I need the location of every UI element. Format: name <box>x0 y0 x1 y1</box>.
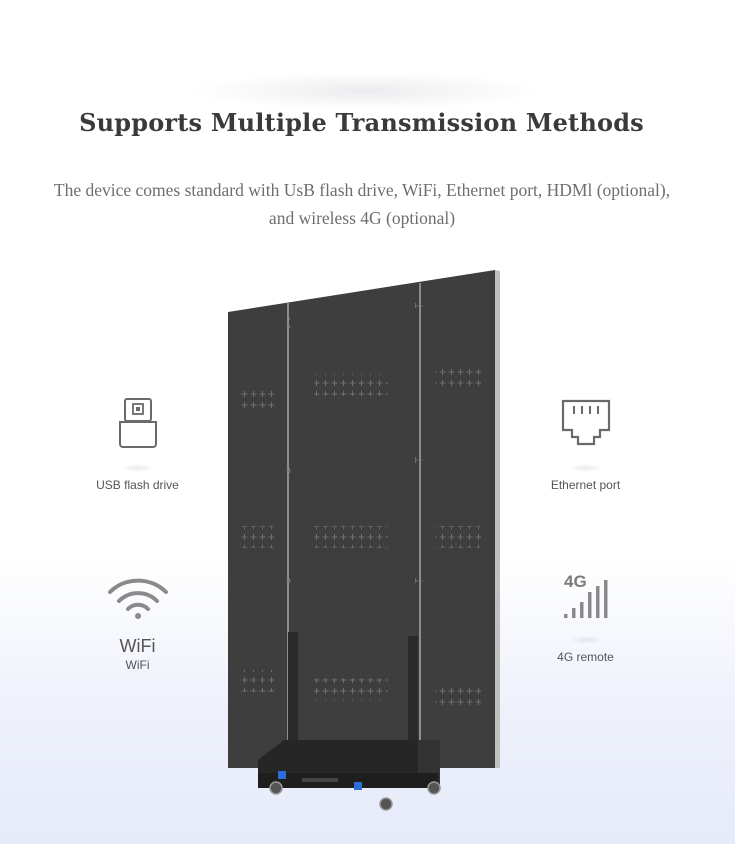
usb-drive-icon <box>118 398 157 448</box>
ethernet-label: Ethernet port <box>550 478 621 492</box>
page-title: Supports Multiple Transmission Methods <box>79 108 644 137</box>
4g-icon-text: 4G <box>564 572 587 591</box>
feature-ethernet: Ethernet port <box>528 396 643 492</box>
label-shadow-decoration <box>568 636 603 644</box>
led-poster-display-image <box>228 270 500 811</box>
title-shadow-decoration <box>190 72 540 110</box>
page-description: The device comes standard with UsB flash… <box>53 180 671 228</box>
feature-4g: 4G 4G remote <box>528 570 643 664</box>
label-shadow-decoration <box>120 464 155 472</box>
wifi-title: WiFi <box>119 636 156 656</box>
usb-label: USB flash drive <box>96 478 179 492</box>
ethernet-port-icon <box>561 399 610 446</box>
feature-wifi: WiFi WiFi <box>80 574 195 672</box>
4g-label: 4G remote <box>557 650 614 664</box>
label-shadow-decoration <box>568 464 603 472</box>
feature-usb: USB flash drive <box>80 396 195 492</box>
signal-4g-icon: 4G <box>563 572 607 618</box>
wifi-icon <box>107 578 168 619</box>
wifi-label: WiFi <box>125 658 150 672</box>
